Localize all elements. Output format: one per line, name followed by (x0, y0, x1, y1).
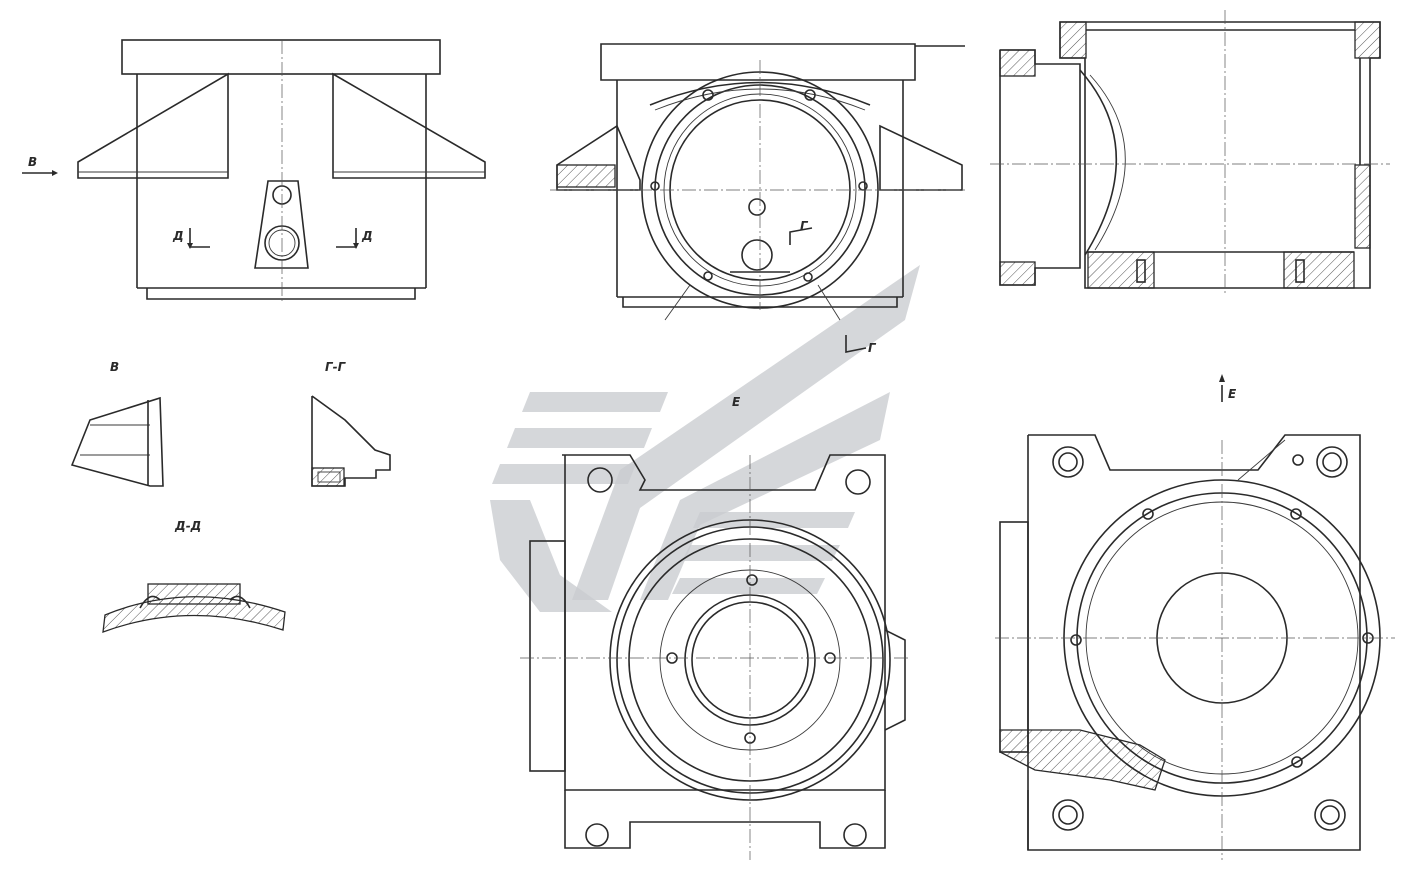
view-e-arrow-label: Е (1228, 387, 1237, 401)
section-g-g (311, 395, 391, 487)
section-g-g-title: Г-Г (325, 360, 347, 374)
view-b-arrow-label: В (28, 155, 37, 169)
watermark-logo (490, 265, 920, 612)
section-d-d (102, 583, 286, 633)
detail-b (70, 396, 164, 487)
section-d-d-title: Д-Д (174, 519, 201, 533)
section-g-mark-bottom: Г (868, 341, 877, 355)
section-d-right-label: Д (361, 229, 373, 243)
section-d-left-label: Д (172, 229, 184, 243)
bottom-view (995, 374, 1395, 860)
view-e (520, 454, 910, 860)
section-g-mark-top: Г (800, 219, 809, 233)
view-e-title: Е (732, 395, 741, 409)
detail-b-title: В (110, 360, 119, 374)
longitudinal-section (990, 10, 1390, 296)
side-view (550, 43, 968, 353)
front-view (22, 39, 486, 302)
